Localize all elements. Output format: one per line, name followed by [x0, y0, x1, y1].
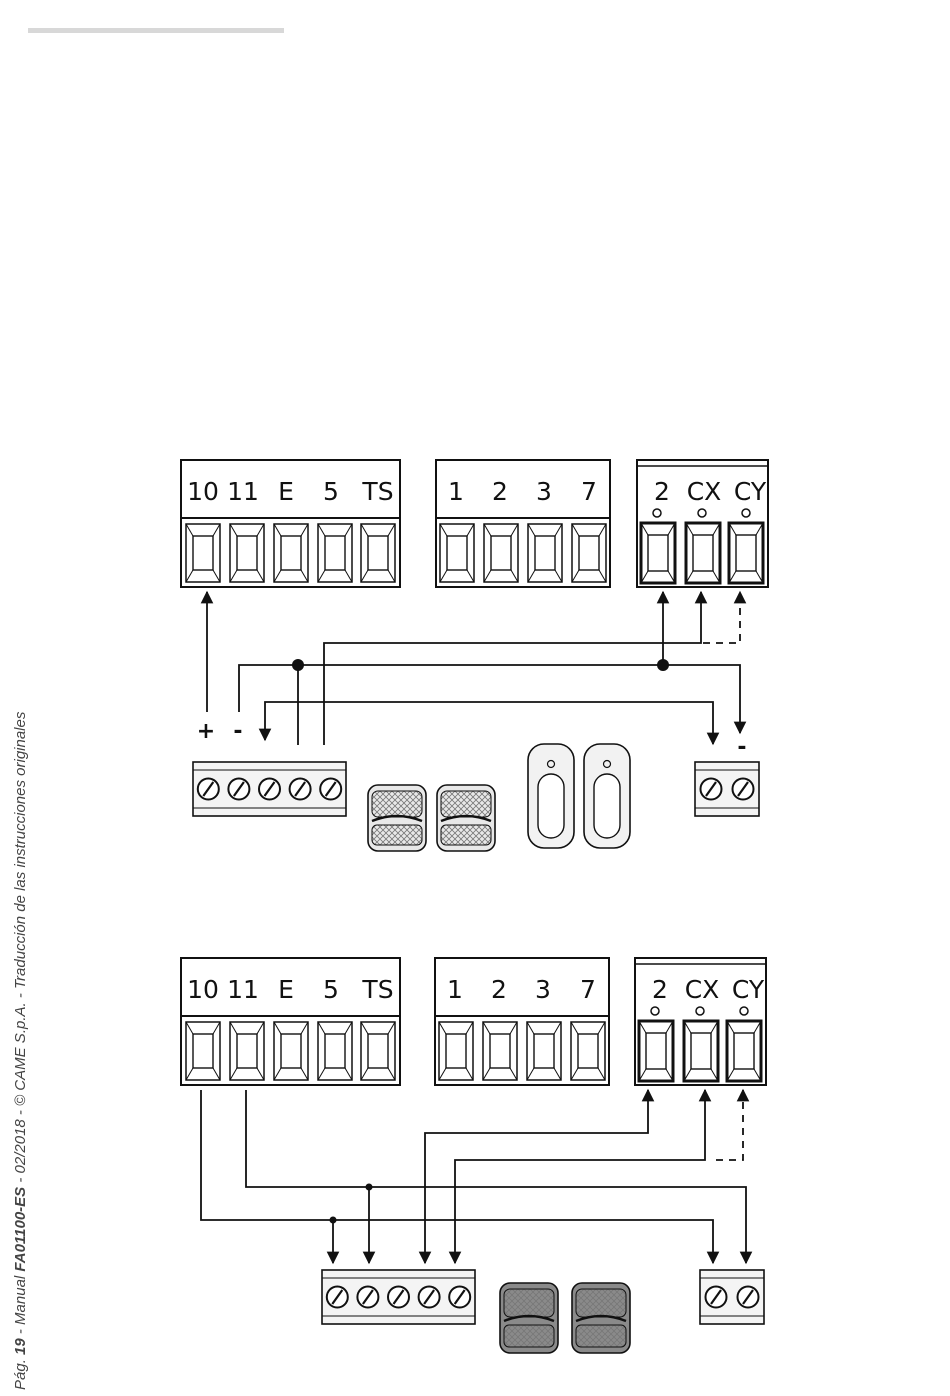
terminal-slot — [684, 1021, 718, 1081]
receiver-terminal-strip — [695, 762, 759, 816]
terminal-label: TS — [361, 477, 393, 506]
terminal-slot — [230, 524, 264, 582]
terminal-slot — [729, 523, 763, 583]
terminal-slot — [686, 523, 720, 583]
terminal-block-a-2: 10 11 E 5 TS — [181, 958, 400, 1085]
minus-label: - — [737, 735, 746, 760]
diagram-2: 10 11 E 5 TS 1 2 3 7 2 CX CY — [181, 958, 766, 1353]
terminal-label: CX — [685, 975, 720, 1004]
terminal-block-c-2: 2 CX CY — [635, 958, 766, 1085]
terminal-block-b-2: 1 2 3 7 — [435, 958, 609, 1085]
screw-icon — [327, 1287, 348, 1308]
terminal-label: 3 — [535, 975, 551, 1004]
terminal-label: 11 — [227, 477, 259, 506]
photocell-post-icon — [584, 744, 630, 848]
terminal-slot — [528, 524, 562, 582]
terminal-slot — [361, 1022, 395, 1080]
terminal-slot — [727, 1021, 761, 1081]
screw-icon — [320, 779, 341, 800]
terminal-label: 7 — [580, 975, 596, 1004]
photocell-icon — [437, 785, 495, 851]
terminal-label: 5 — [323, 477, 339, 506]
terminal-slot — [641, 523, 675, 583]
photocell-post-icon — [528, 744, 574, 848]
terminal-slot — [440, 524, 474, 582]
terminal-label: 1 — [448, 477, 464, 506]
plus-label: + — [197, 719, 215, 744]
terminal-slot — [186, 1022, 220, 1080]
terminal-slot — [186, 524, 220, 582]
terminal-label: TS — [361, 975, 393, 1004]
screw-icon — [449, 1287, 470, 1308]
screw-icon — [701, 779, 722, 800]
terminal-slot — [361, 524, 395, 582]
terminal-slot — [571, 1022, 605, 1080]
terminal-label: 2 — [652, 975, 668, 1004]
screw-icon — [198, 779, 219, 800]
terminal-label: 5 — [323, 975, 339, 1004]
wiring-1 — [207, 592, 740, 745]
minus-label: - — [233, 719, 242, 744]
transmitter-terminal-strip — [193, 762, 346, 816]
screw-icon — [738, 1287, 759, 1308]
terminal-block-c-1: 2 CX CY — [637, 460, 768, 587]
terminal-slot — [439, 1022, 473, 1080]
terminal-label: CY — [732, 975, 765, 1004]
receiver-terminal-strip — [700, 1270, 764, 1324]
terminal-label: 2 — [491, 975, 507, 1004]
screw-icon — [419, 1287, 440, 1308]
screw-icon — [706, 1287, 727, 1308]
terminal-label: E — [278, 975, 294, 1004]
terminal-label: E — [278, 477, 294, 506]
terminal-label: CX — [687, 477, 722, 506]
terminal-label: 1 — [447, 975, 463, 1004]
screw-icon — [228, 779, 249, 800]
terminal-label: 11 — [227, 975, 259, 1004]
terminal-slot — [484, 524, 518, 582]
terminal-slot — [318, 1022, 352, 1080]
photocell-icon — [500, 1283, 558, 1353]
terminal-slot — [274, 524, 308, 582]
terminal-slot — [483, 1022, 517, 1080]
terminal-label: 10 — [187, 975, 219, 1004]
terminal-slot — [527, 1022, 561, 1080]
transmitter-terminal-strip — [322, 1270, 475, 1324]
screw-icon — [357, 1287, 378, 1308]
terminal-slot — [572, 524, 606, 582]
terminal-slot — [639, 1021, 673, 1081]
terminal-label: CY — [734, 477, 767, 506]
wiring-2 — [201, 1090, 746, 1263]
screw-icon — [290, 779, 311, 800]
terminal-block-b-1: 1 2 3 7 — [436, 460, 610, 587]
terminal-block-a-1: 10 11 E 5 TS — [181, 460, 400, 587]
diagram-1: 10 11 E 5 TS 1 2 3 7 2 CX CY — [181, 460, 768, 851]
terminal-label: 3 — [536, 477, 552, 506]
terminal-slot — [274, 1022, 308, 1080]
photocell-icon — [368, 785, 426, 851]
photocell-icon — [572, 1283, 630, 1353]
screw-icon — [259, 779, 280, 800]
terminal-label: 10 — [187, 477, 219, 506]
screw-icon — [388, 1287, 409, 1308]
terminal-slot — [230, 1022, 264, 1080]
terminal-slot — [318, 524, 352, 582]
terminal-label: 2 — [654, 477, 670, 506]
screw-icon — [733, 779, 754, 800]
terminal-label: 2 — [492, 477, 508, 506]
terminal-label: 7 — [581, 477, 597, 506]
